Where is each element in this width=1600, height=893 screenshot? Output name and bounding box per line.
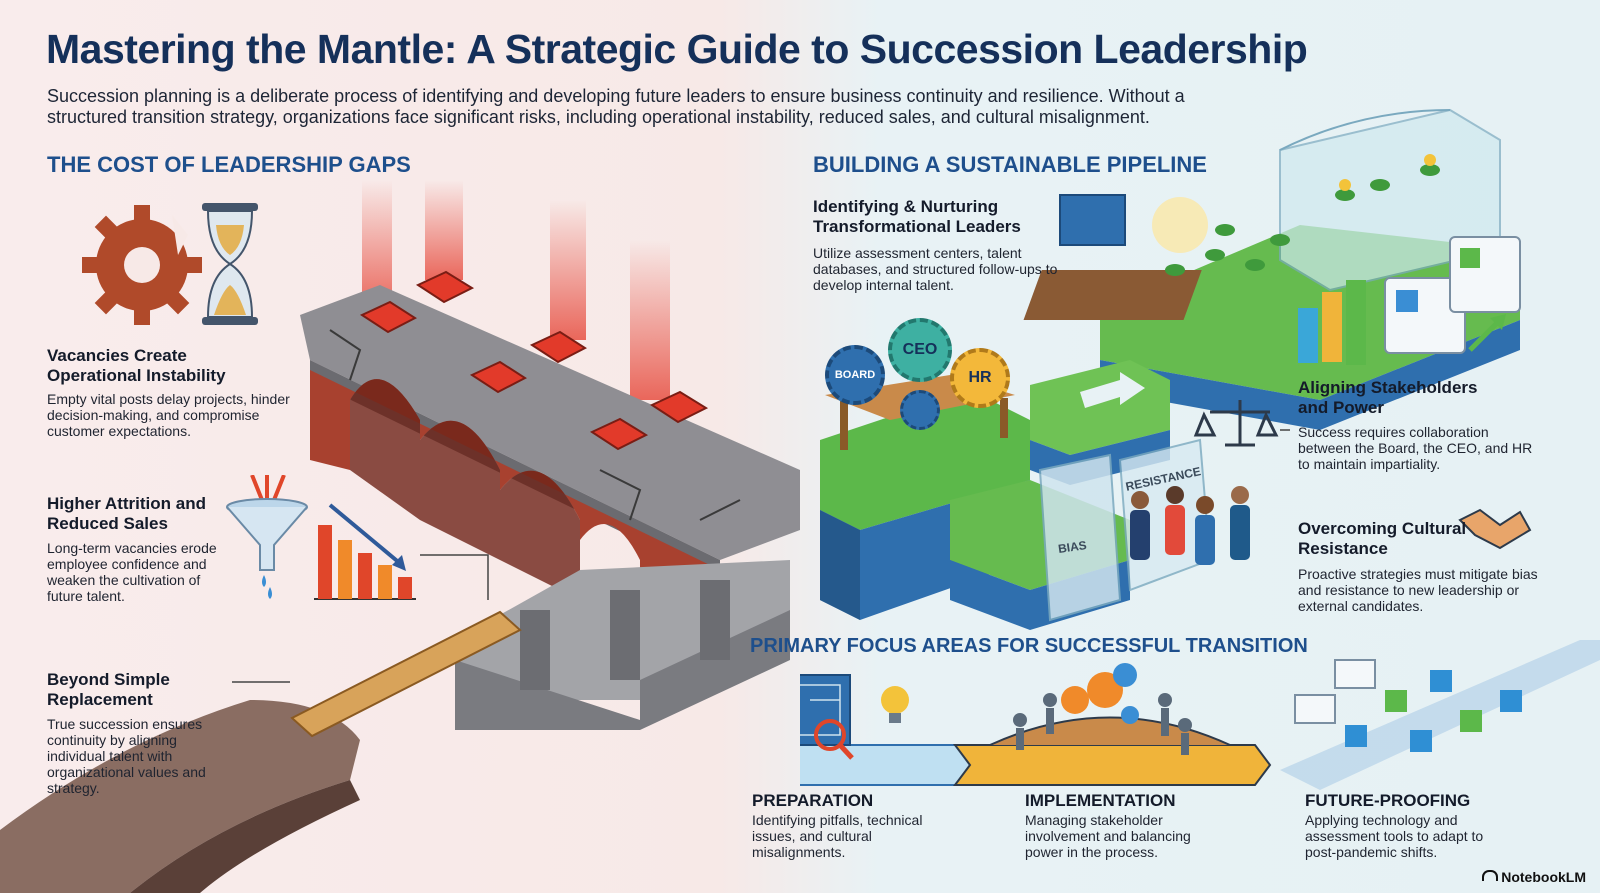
left-item-3-title: Beyond Simple Replacement bbox=[47, 670, 170, 709]
broken-gear-hourglass-icon bbox=[82, 203, 258, 325]
left-item-2-text: Long-term vacancies erode employee confi… bbox=[47, 540, 217, 604]
brand-label: NotebookLM bbox=[1501, 869, 1586, 885]
page-title: Mastering the Mantle: A Strategic Guide … bbox=[46, 26, 1308, 72]
declining-sales-chart-icon bbox=[314, 503, 416, 600]
board-gear: BOARD bbox=[825, 345, 885, 405]
right-item-1-text: Utilize assessment centers, talent datab… bbox=[813, 245, 1058, 293]
focus-preparation-text: Identifying pitfalls, technical issues, … bbox=[752, 812, 923, 860]
right-item-2-title: Aligning Stakeholders and Power bbox=[1298, 378, 1478, 417]
hr-gear: HR bbox=[950, 348, 1010, 408]
focus-future-proofing-title: FUTURE-PROOFING bbox=[1305, 791, 1471, 810]
left-item-1-title: Vacancies Create Operational Instability bbox=[47, 346, 226, 385]
left-section-heading: THE COST OF LEADERSHIP GAPS bbox=[47, 152, 411, 177]
pipeline-platform-illustration bbox=[800, 108, 1600, 790]
right-item-1-title: Identifying & Nurturing Transformational… bbox=[813, 197, 1021, 236]
focus-implementation-title: IMPLEMENTATION bbox=[1025, 791, 1176, 810]
focus-section-heading: PRIMARY FOCUS AREAS FOR SUCCESSFUL TRANS… bbox=[750, 635, 1308, 657]
focus-preparation-title: PREPARATION bbox=[752, 791, 874, 810]
team-gear-icon bbox=[900, 390, 940, 430]
intro-paragraph: Succession planning is a deliberate proc… bbox=[47, 86, 1185, 127]
left-item-1-text: Empty vital posts delay projects, hinder… bbox=[47, 391, 290, 439]
notebooklm-logo-icon bbox=[1482, 870, 1499, 881]
broken-bridge-illustration bbox=[0, 180, 800, 893]
funnel-leak-icon bbox=[226, 475, 308, 599]
focus-future-proofing-text: Applying technology and assessment tools… bbox=[1305, 812, 1484, 860]
right-section-heading: BUILDING A SUSTAINABLE PIPELINE bbox=[813, 152, 1207, 177]
ceo-gear: CEO bbox=[888, 318, 952, 382]
right-item-2-text: Success requires collaboration between t… bbox=[1298, 424, 1533, 472]
left-item-3-text: True succession ensures continuity by al… bbox=[47, 716, 206, 796]
right-item-3-text: Proactive strategies must mitigate bias … bbox=[1298, 566, 1538, 614]
brand-watermark: NotebookLM bbox=[1482, 869, 1586, 885]
right-item-3-title: Overcoming Cultural Resistance bbox=[1298, 519, 1467, 558]
focus-implementation-text: Managing stakeholder involvement and bal… bbox=[1025, 812, 1191, 860]
left-item-2-title: Higher Attrition and Reduced Sales bbox=[47, 494, 206, 533]
